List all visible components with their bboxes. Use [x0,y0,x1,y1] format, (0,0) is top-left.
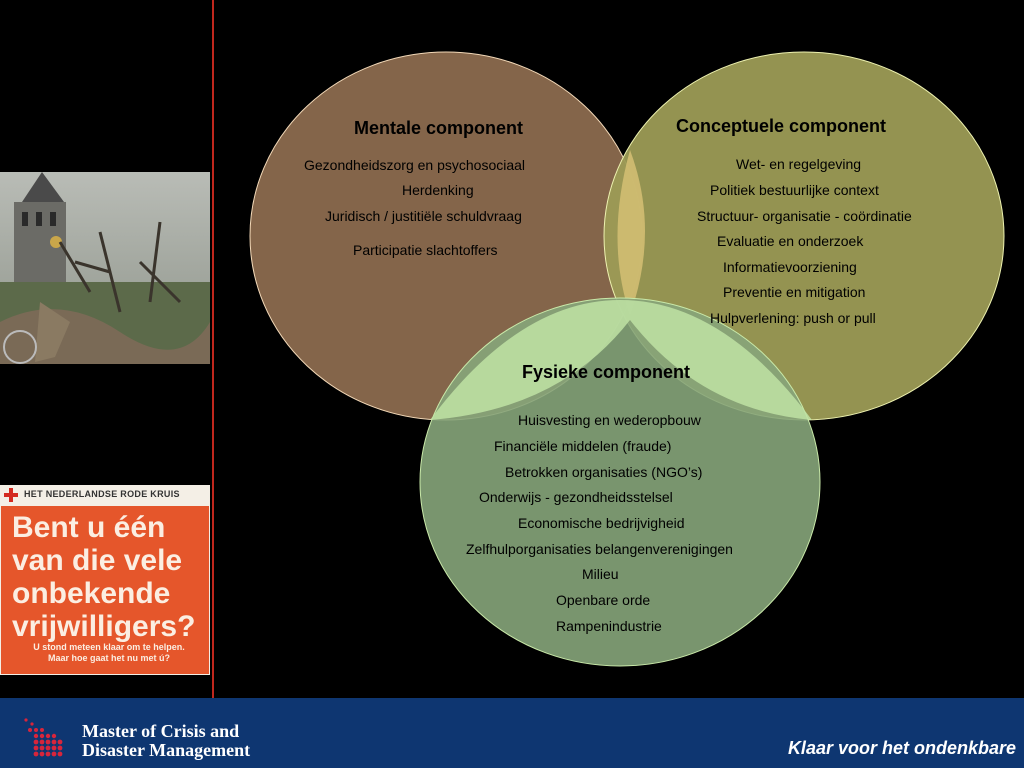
fysieke-item: Huisvesting en wederopbouw [518,412,701,428]
fysieke-item: Economische bedrijvigheid [518,515,685,531]
poster-header: HET NEDERLANDSE RODE KRUIS [0,485,210,505]
fysieke-item: Betrokken organisaties (NGO’s) [505,464,703,480]
overlap-top [430,300,812,420]
program-logo-text: Master of Crisis and Disaster Management [82,721,251,760]
church-tower-photo [0,172,210,364]
conceptuele-title: Conceptuele component [676,116,887,136]
logo-dots-icon [24,718,63,757]
poster-frame [0,505,210,675]
fysieke-item: Rampenindustrie [556,618,662,634]
mentale-item: Herdenking [402,182,474,198]
conceptuele-item: Informatievoorziening [723,259,857,275]
red-cross-poster: HET NEDERLANDSE RODE KRUIS Bent u één va… [0,485,210,675]
poster-subline: U stond meteen klaar om te helpen. Maar … [33,642,185,663]
overlap-mentale-conceptuele [617,150,645,315]
fysieke-item: Zelfhulporganisaties belangenvereniginge… [466,541,733,557]
fysieke-item: Onderwijs - gezondheidsstelsel [479,489,673,505]
fysieke-item: Milieu [582,566,619,582]
poster-headline: Bent u één van die vele onbekende vrijwi… [12,511,196,643]
conceptuele-item: Hulpverlening: push or pull [710,310,876,326]
fysieke-item: Openbare orde [556,592,651,608]
mentale-item: Juridisch / justitiële schuldvraag [325,208,522,224]
conceptuele-item: Structuur- organisatie - coördinatie [697,208,912,224]
mentale-item: Gezondheidszorg en psychosociaal [304,157,526,173]
poster-organization: HET NEDERLANDSE RODE KRUIS [24,489,180,499]
conceptuele-item: Politiek bestuurlijke context [710,182,879,198]
red-cross-icon [4,488,18,502]
mentale-title: Mentale component [354,118,524,138]
conceptuele-item: Preventie en mitigation [723,284,866,300]
divider-line [212,0,214,698]
footer-tagline: Klaar voor het ondenkbare [787,738,1016,758]
conceptuele-item: Evaluatie en onderzoek [717,233,864,249]
fysieke-title: Fysieke component [522,362,691,382]
conceptuele-item: Wet- en regelgeving [736,156,862,172]
fysieke-item: Financiële middelen (fraude) [494,438,672,454]
footer-bar [0,698,1024,768]
fysieke-circle [419,297,821,667]
venn-diagram [249,51,1005,667]
mentale-item: Participatie slachtoffers [353,242,498,258]
